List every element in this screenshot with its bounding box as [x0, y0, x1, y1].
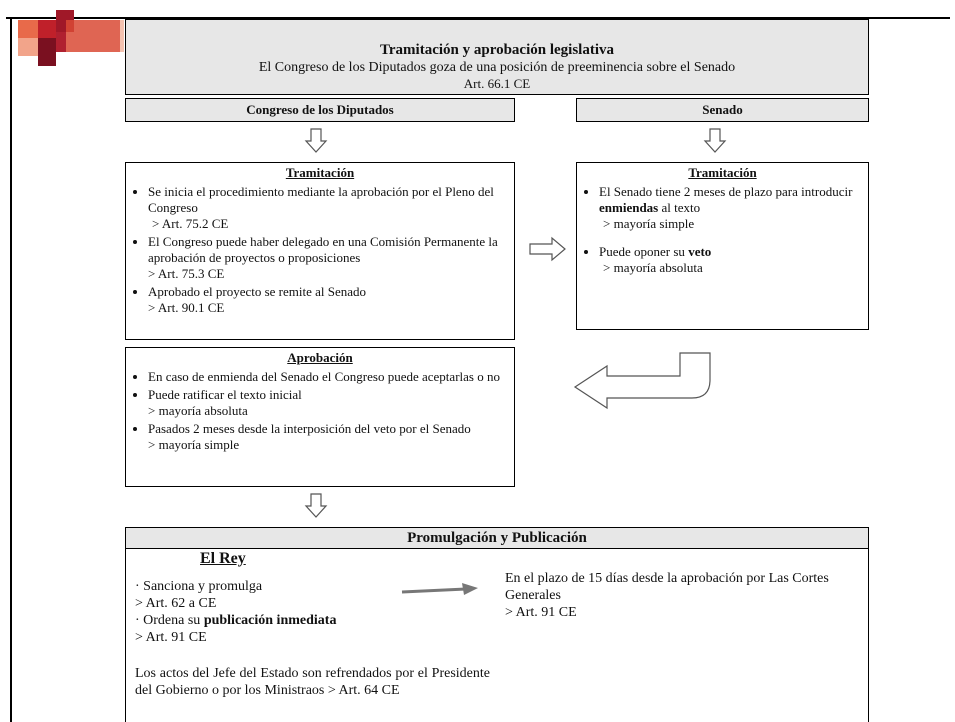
promulgacion-box: Promulgación y Publicación: [125, 527, 869, 722]
refrendo-text: Los actos del Jefe del Estado son refren…: [135, 666, 490, 698]
arrow-down-icon: [304, 128, 328, 153]
aprobacion-title: Aprobación: [287, 350, 353, 365]
header-article: Art. 66.1 CE: [463, 76, 531, 91]
plazo-text: En el plazo de 15 días desde la aprobaci…: [505, 571, 829, 620]
promulgacion-title: Promulgación y Publicación: [126, 528, 868, 549]
column-header-congreso: Congreso de los Diputados: [125, 98, 515, 122]
list-item: El Senado tiene 2 meses de plazo para in…: [599, 184, 862, 232]
page-title: Tramitación y aprobación legislativa: [379, 42, 615, 58]
list-item: En caso de enmienda del Senado el Congre…: [148, 369, 508, 385]
arrow-return-icon: [573, 352, 711, 410]
aprobacion-list: En caso de enmienda del Senado el Congre…: [126, 369, 514, 453]
congreso-tramitacion-list: Se inicia el procedimiento mediante la a…: [126, 184, 514, 316]
page-subtitle: El Congreso de los Diputados goza de una…: [258, 60, 736, 75]
list-item: Puede oponer su veto > mayoría absoluta: [599, 244, 862, 276]
arrow-right-filled-icon: [401, 583, 478, 595]
arrow-down-icon: [703, 128, 727, 153]
rey-actions: · Sanciona y promulga > Art. 62 a CE · O…: [135, 579, 337, 645]
header-box: Tramitación y aprobación legislativa El …: [125, 19, 869, 95]
frame-left-line: [10, 17, 12, 722]
senado-tramitacion-title: Tramitación: [688, 165, 757, 180]
aprobacion-box: Aprobación En caso de enmienda del Senad…: [125, 347, 515, 487]
column-header-senado: Senado: [576, 98, 869, 122]
arrow-right-icon: [529, 236, 566, 262]
list-item: Pasados 2 meses desde la interposición d…: [148, 421, 508, 453]
arrow-down-icon: [304, 493, 328, 518]
congreso-tramitacion-title: Tramitación: [285, 165, 355, 180]
senado-tramitacion-box: Tramitación El Senado tiene 2 meses de p…: [576, 162, 869, 330]
frame-top-line: [6, 17, 950, 19]
list-item: Aprobado el proyecto se remite al Senado…: [148, 284, 508, 316]
senado-tramitacion-list: El Senado tiene 2 meses de plazo para in…: [577, 184, 868, 276]
list-item: El Congreso puede haber delegado en una …: [148, 234, 508, 282]
rey-heading: El Rey: [200, 550, 246, 567]
congreso-tramitacion-box: Tramitación Se inicia el procedimiento m…: [125, 162, 515, 340]
list-item: Se inicia el procedimiento mediante la a…: [148, 184, 508, 232]
list-item: Puede ratificar el texto inicial> mayorí…: [148, 387, 508, 419]
